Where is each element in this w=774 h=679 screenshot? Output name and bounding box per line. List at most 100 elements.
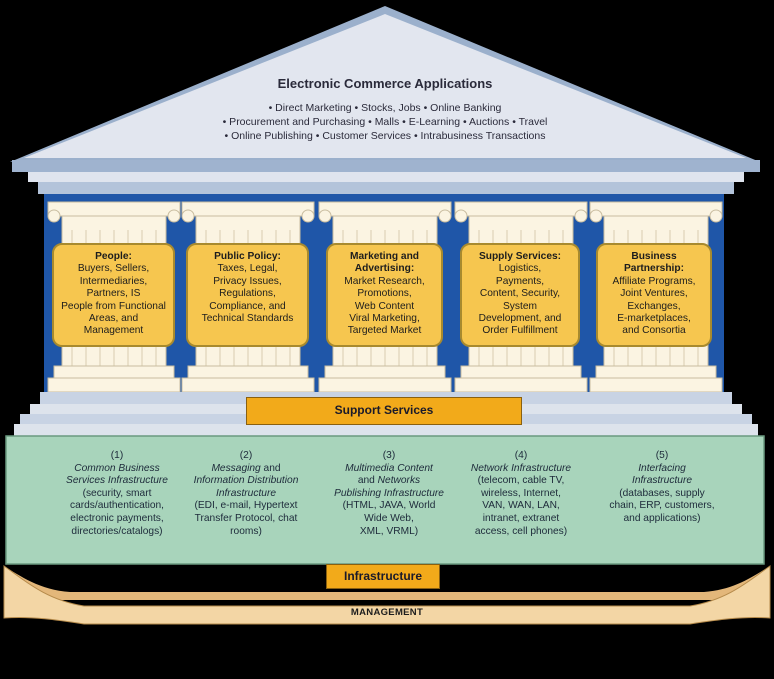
roof-text: Electronic Commerce Applications • Direc… — [180, 76, 590, 143]
infrastructure-label: Infrastructure — [343, 569, 423, 583]
pillar-title-line: Public Policy: — [214, 251, 281, 262]
pillar-volute-right — [709, 209, 723, 223]
pillar-base-upper — [324, 365, 446, 379]
pillar-body-line: Compliance, and — [209, 300, 286, 312]
roof-line-1: • Direct Marketing • Stocks, Jobs • Onli… — [268, 102, 502, 114]
pillar-body-line: Content, Security, — [479, 288, 561, 300]
pillar-capital — [181, 201, 315, 217]
infra-detail-line: VAN, WAN, LAN, — [482, 500, 560, 512]
infra-detail-line: (HTML, JAVA, World — [342, 500, 436, 512]
infrastructure-bar: Infrastructure — [326, 564, 440, 589]
infra-heading-line: Information Distribution — [193, 475, 299, 487]
pillar-base-lower — [589, 377, 723, 393]
infra-heading-line: Interfacing — [638, 462, 686, 474]
pillar-body-line: Order Fulfillment — [482, 325, 558, 337]
pillar-base-lower — [47, 377, 181, 393]
pillar-capital — [318, 201, 452, 217]
pillar-body-line: Exchanges, — [627, 300, 681, 312]
pillar-panel-business-partnership: Business Partnership: Affiliate Programs… — [596, 243, 712, 347]
infra-detail-line: Wide Web, — [364, 512, 414, 524]
infra-column-1: (1) Common Business Services Infrastruct… — [34, 450, 200, 538]
pillar-title-line: People: — [95, 251, 132, 262]
pillar-body-line: Web Content — [354, 300, 415, 312]
pillar-body-line: E-marketplaces, — [617, 313, 691, 325]
pillar-base-lower — [318, 377, 452, 393]
infra-detail-line: and applications) — [623, 512, 701, 524]
pillar-body-line: and Consortia — [622, 325, 686, 337]
pillar-body-line: Intermediaries, — [79, 275, 148, 287]
pillar-body-line: People from Functional — [61, 300, 166, 312]
pillar-body-line: Viral Marketing, — [349, 313, 420, 325]
pillar-volute-right — [574, 209, 588, 223]
infra-detail-line: wireless, Internet, — [481, 487, 561, 499]
pillar-body-line: Affiliate Programs, — [612, 275, 696, 287]
pillar-body-line: System — [503, 300, 537, 312]
infra-heading-line: Publishing Infrastructure — [334, 487, 444, 499]
pillar-title-line: Supply Services: — [478, 251, 562, 262]
pillar-volute-left — [47, 209, 61, 223]
pillar-body-line: Buyers, Sellers, — [77, 263, 150, 275]
infra-column-2: (2) Messaging and Information Distributi… — [178, 450, 314, 538]
infra-number: (5) — [655, 450, 669, 461]
infra-detail-line: intranet, extranet — [482, 512, 560, 524]
pillar-body-line: Joint Ventures, — [620, 288, 688, 300]
infra-number: (1) — [110, 450, 124, 461]
pillar-body-line: Partners, IS — [86, 288, 141, 300]
pillar-volute-left — [181, 209, 195, 223]
infra-detail-line: electronic payments, — [70, 512, 164, 524]
pillar-panel-people: People: Buyers, Sellers, Intermediaries,… — [52, 243, 175, 347]
pillar-body-line: Management — [83, 325, 144, 337]
infra-detail-line: chain, ERP, customers, — [609, 500, 715, 512]
pillar-body-line: Market Research, — [344, 275, 425, 287]
pillar-title-line: Marketing and — [349, 251, 420, 262]
support-services-label: Support Services — [334, 403, 434, 417]
infra-heading-italic: Networks — [377, 475, 421, 487]
roof-title: Electronic Commerce Applications — [277, 76, 493, 91]
infra-column-4: (4) Network Infrastructure (telecom, cab… — [456, 450, 586, 538]
cornice-band — [12, 160, 760, 172]
frieze-band — [28, 172, 744, 182]
pillar-volute-left — [454, 209, 468, 223]
pillar-body-line: Technical Standards — [201, 313, 294, 325]
infra-number: (2) — [239, 450, 253, 461]
pillar-body-line: Privacy Issues, — [213, 275, 282, 287]
pillar-volute-right — [301, 209, 315, 223]
pillar-volute-right — [438, 209, 452, 223]
infra-heading-line: Services Infrastructure — [66, 475, 168, 487]
infra-column-5: (5) Interfacing Infrastructure (database… — [594, 450, 730, 526]
pediment — [24, 14, 746, 158]
pillar-panel-marketing: Marketing and Advertising: Market Resear… — [326, 243, 443, 347]
infra-heading-line: and Networks — [316, 475, 462, 488]
pillar-body-line: Development, and — [478, 313, 562, 325]
pillar-body-line: Payments, — [495, 275, 545, 287]
pillar-volute-left — [589, 209, 603, 223]
step-bottom — [14, 424, 758, 438]
infra-detail-line: (EDI, e-mail, Hypertext — [194, 500, 298, 512]
infra-number: (4) — [514, 450, 528, 461]
support-services-bar: Support Services — [246, 397, 522, 425]
pillar-volute-left — [318, 209, 332, 223]
pillar-capital — [47, 201, 181, 217]
pillar-panel-public-policy: Public Policy: Taxes, Legal, Privacy Iss… — [186, 243, 309, 347]
pillar-base-lower — [181, 377, 315, 393]
infra-heading-plain: and — [260, 462, 281, 474]
pillar-volute-right — [167, 209, 181, 223]
pillar-panel-supply-services: Supply Services: Logistics, Payments, Co… — [460, 243, 580, 347]
infra-heading-line: Common Business — [74, 462, 160, 474]
pillar-body-line: Promotions, — [357, 288, 412, 300]
infra-detail-line: Transfer Protocol, chat — [194, 512, 298, 524]
infra-heading-line: Infrastructure — [215, 487, 277, 499]
infra-heading-italic: Messaging — [211, 462, 261, 474]
pillar-body-line: Regulations, — [219, 288, 276, 300]
infra-heading-plain: and — [357, 475, 378, 487]
management-ribbon — [3, 565, 771, 625]
architrave-band — [38, 182, 734, 194]
pillar-base-upper — [53, 365, 175, 379]
infra-detail-line: access, cell phones) — [474, 525, 568, 537]
pillar-title-line: Business — [631, 251, 677, 262]
pillar-base-upper — [187, 365, 309, 379]
infra-detail-line: (security, smart — [82, 487, 152, 499]
roof-line-3: • Online Publishing • Customer Services … — [224, 130, 546, 142]
infra-heading-line: Network Infrastructure — [470, 462, 572, 474]
